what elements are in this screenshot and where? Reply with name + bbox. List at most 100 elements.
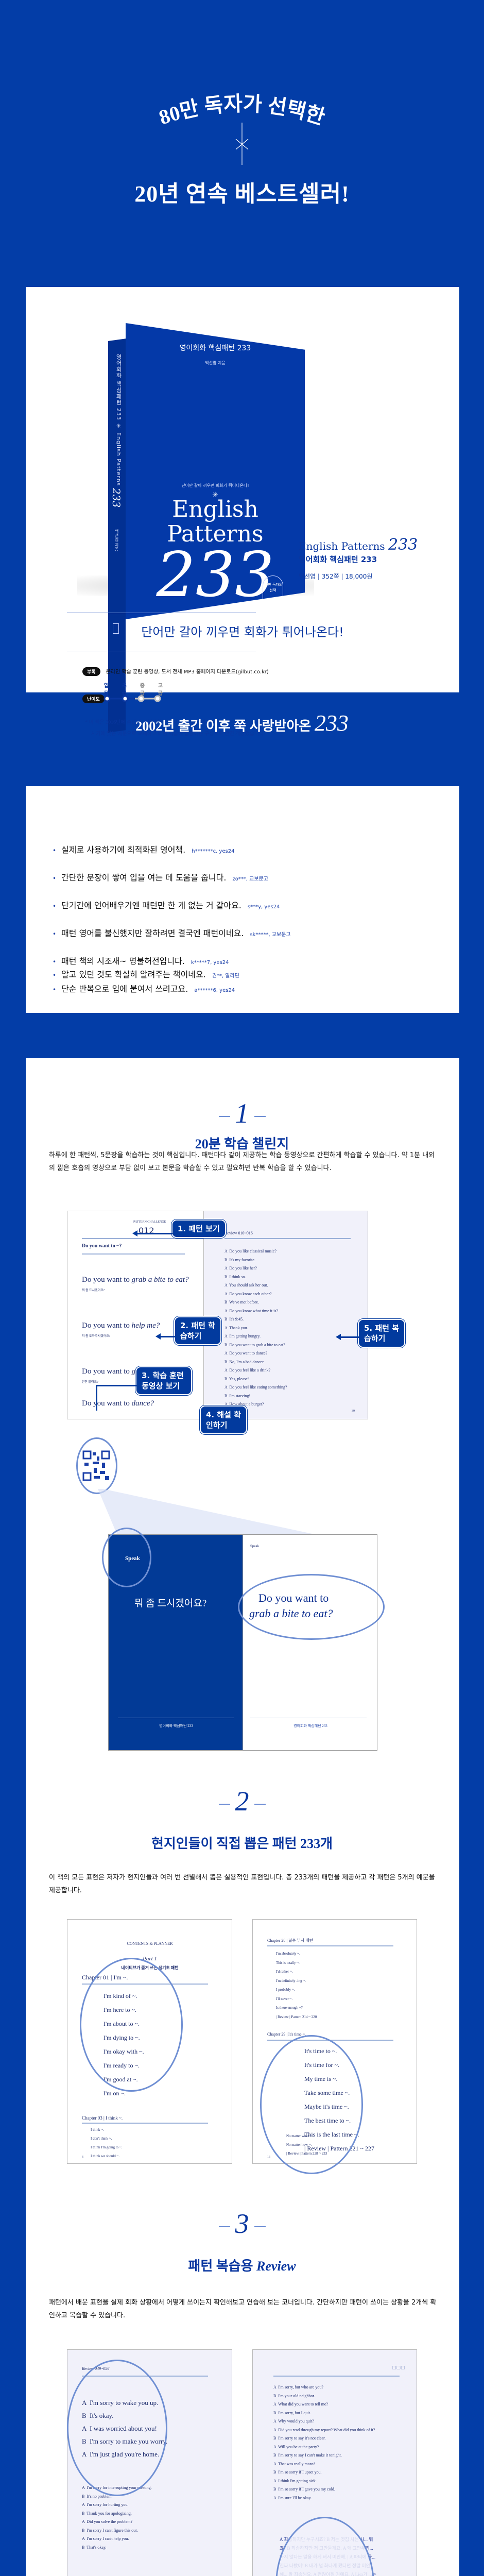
book-spine-author: 백선엽 지음	[114, 529, 119, 551]
page-number: 16	[267, 2156, 270, 2159]
section2-body: 이 책의 모든 표현은 저자가 현지인들과 여러 번 선별해서 뽑은 실용적인 …	[49, 1874, 435, 1894]
review-source: k*****7, yes24	[191, 960, 229, 965]
pattern-sentence: Do you want to dance?	[82, 1399, 154, 1408]
review-item: •패턴 책의 시조새~ 명불허전입니다.k*****7, yes24	[53, 956, 229, 966]
supplement-label: 부록	[82, 667, 100, 676]
section2-title: 현지인들이 직접 뽑은 패턴 233개	[151, 1836, 333, 1851]
section3-title: 패턴 복습용 Review	[188, 2259, 296, 2274]
contents-chapter28-items: I'm absolutely ~. This is totally ~. I'd…	[276, 1952, 317, 2019]
book-title-num: 233	[388, 536, 418, 554]
difficulty-labels: 입문 초급 중급 고급	[102, 681, 165, 697]
arrow-line	[136, 1233, 172, 1234]
review-item: •간단한 문장이 쌓여 입을 여는 데 도움을 줍니다.zo***, 교보문고	[53, 873, 268, 883]
pattern-rule-top	[82, 1238, 205, 1239]
level-label-intro: 입문	[103, 683, 109, 697]
qr-magnifier	[76, 1437, 117, 1494]
contents-part: Part 1	[143, 1956, 157, 1962]
pattern-title: Do you want to ~?	[82, 1243, 122, 1249]
reviews-panel: •실제로 사용하기에 최적화된 영어책.h*******c, yes24 •간단…	[26, 786, 459, 1013]
review-item: •알고 있던 것도 확실히 알려주는 책이네요.권**, 알라딘	[53, 970, 240, 979]
level-label-advanced: 고급	[158, 683, 163, 697]
cover-title-kor: 영어회화 핵심패턴 233	[179, 344, 251, 352]
reviews-heading: 2002년 출간 이후 쭉 사랑받아온 233	[0, 710, 484, 736]
zoom-cone	[98, 1489, 319, 1535]
pattern-sentence: Do you want to help me?	[82, 1321, 160, 1330]
review-item: •단기간에 언어배우기엔 패턴만 한 게 없는 거 같아요.s***y, yes…	[53, 901, 280, 910]
book-meta: 백선엽 | 352쪽 | 18,000원	[299, 573, 373, 580]
arrow-left-icon	[155, 1333, 161, 1340]
section3-title-en: Review	[256, 2259, 296, 2274]
review-source: s***y, yes24	[247, 904, 280, 910]
video-footer: 영어회화 핵심패턴 233	[159, 1724, 193, 1728]
review-magnifier-left	[67, 2360, 167, 2496]
contents-magnifier-right	[260, 2035, 363, 2174]
sparkle-star-icon	[235, 123, 249, 165]
callout-study-pattern: 2. 패턴 학습하기	[174, 1316, 221, 1345]
review-dialogs: A I'm sorry, but who are you? B I'm your…	[273, 2385, 375, 2500]
page-number: 39	[352, 1410, 355, 1413]
supplement-row: 부록 온라인 학습 훈련 동영상, 도서 전체 MP3 홈페이지 다운로드(gi…	[82, 667, 269, 676]
book-info-panel: 영어회화 핵심패턴 233 ✳ English Patterns 233 백선엽…	[26, 287, 459, 737]
difficulty-track	[103, 695, 161, 702]
arrow-line	[340, 1336, 359, 1338]
level-label-intermediate: 중급	[140, 683, 145, 697]
callout-review-pattern: 5. 패턴 복습하기	[358, 1319, 405, 1348]
section2-number: 2	[0, 1785, 484, 1817]
pattern-sentence-kor: 뭐 좀 드시겠어요?	[82, 1289, 105, 1292]
contents-heading: CONTENTS & PLANNER	[127, 1941, 173, 1946]
arrow-left-icon	[132, 1230, 137, 1236]
cover-title-en: English Patterns	[126, 497, 305, 547]
arrow-left-icon	[336, 1334, 341, 1340]
pattern-sentence-kor: 저 좀 도와주시겠어요?	[82, 1335, 111, 1338]
contents-chapter: Chapter 29 | It's time ~.	[267, 2032, 306, 2037]
video-screen-right: Speak Do you want to grab a bite to eat?…	[243, 1534, 377, 1751]
book-cover: 영어회화 핵심패턴 233 백선엽 지음 단어만 갈아 끼우면 회화가 튀어나온…	[126, 323, 305, 619]
book-title-en: English Patterns 233	[299, 536, 418, 554]
pattern-rule-bottom	[82, 1253, 185, 1255]
review-rule	[224, 1238, 351, 1239]
cover-subtitle: 단어만 갈아 끼우면 회화가 튀어나온다!	[181, 483, 249, 488]
sample-page-review: Review 010~016 A Do you like classical m…	[203, 1211, 368, 1419]
video-kor-sentence: 뭐 좀 드시겠어요?	[134, 1598, 207, 1609]
qr-code-icon[interactable]	[82, 1450, 111, 1481]
sentence-magnifier	[238, 1574, 385, 1640]
cover-badge: 80만 독자의 선택	[263, 575, 283, 612]
review-source: 권**, 알라딘	[212, 973, 240, 979]
cover-title-en-line2: Patterns	[167, 521, 264, 547]
cover-author: 백선엽 지음	[205, 361, 226, 365]
arrow-line	[96, 1385, 137, 1386]
hero-headline-bestseller: 20년 연속 베스트셀러!	[134, 181, 350, 207]
video-screen-left: Speak 뭐 좀 드시겠어요? 영어회화 핵심패턴 233	[108, 1534, 243, 1751]
callout-view-pattern: 1. 패턴 보기	[171, 1219, 226, 1238]
section1-body: 하루에 한 패턴씩, 5문장을 학습하는 것이 핵심입니다. 패턴마다 같이 제…	[49, 1151, 435, 1172]
callout-watch-video: 3. 학습 훈련 동영상 보기	[135, 1366, 192, 1395]
book-title-kor: 영어회화 핵심패턴 233	[299, 555, 377, 564]
review-source: a******6, yes24	[194, 988, 235, 993]
cover-number: 233	[156, 539, 274, 611]
review-item: •단순 반복으로 입에 붙여서 쓰려고요.a******6, yes24	[53, 984, 235, 994]
contents-rule	[267, 1945, 393, 1946]
pattern-sentence-kor: 한잔 할래요?	[82, 1381, 98, 1384]
review-rule	[273, 2376, 400, 2377]
review-item: •실제로 사용하기에 최적화된 영어책.h*******c, yes24	[53, 845, 235, 855]
cover-title-en-line1: English	[172, 496, 258, 522]
review-source: sk*****, 교보문고	[250, 932, 291, 938]
revision-note-line1: * 이 책은 2016년에 출간된 《영어회화 핵심패턴 233》의 개정판입니…	[85, 720, 237, 725]
section3-body: 패턴에서 배운 표현을 실제 회화 상황에서 어떻게 쓰이는지 확인해보고 연습…	[49, 2299, 437, 2319]
revision-note-line2: 시기에 맞는 예문으로 교체하고 패턴 학습에 집중하는 구성으로 전면 개정했…	[91, 731, 265, 737]
reviews-heading-text: 2002년 출간 이후 쭉 사랑받아온	[135, 719, 312, 734]
review-source: h*******c, yes24	[192, 849, 235, 854]
video-footer: 영어회화 핵심패턴 233	[293, 1724, 327, 1728]
contents-chapter: Chapter 03 | I think ~.	[82, 2115, 123, 2121]
book-spine-title: 영어회화 핵심패턴 233 ✳ English Patterns	[115, 354, 122, 486]
review-dialogs: A Do you like classical music? B It's my…	[224, 1249, 287, 1406]
section3-number: 3	[0, 2208, 484, 2240]
checkbox-icons: ▢▢▢	[392, 2365, 405, 2370]
pattern-sentence: Do you want to grab a bite to eat?	[82, 1276, 189, 1284]
pattern-challenge-label: PATTERN CHALLENGE	[133, 1221, 166, 1224]
supplement-text: 온라인 학습 훈련 동영상, 도서 전체 MP3 홈페이지 다운로드(gilbu…	[106, 669, 269, 675]
tagline: 단어만 갈아 끼우면 회화가 튀어나온다!	[141, 625, 344, 639]
book-title-en-text: English Patterns	[299, 540, 385, 552]
review-item: •패턴 영어를 불신했지만 잘하려면 결국엔 패턴이네요.sk*****, 교보…	[53, 928, 291, 938]
difficulty-label: 난이도	[82, 694, 105, 703]
